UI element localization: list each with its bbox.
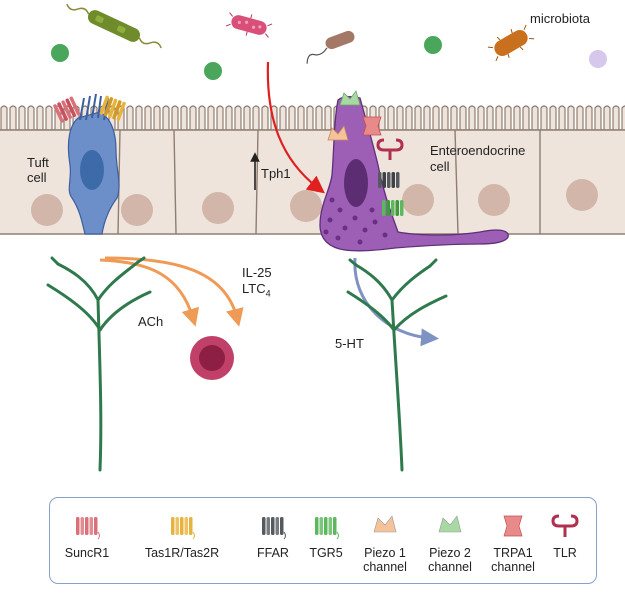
legend bbox=[49, 497, 597, 584]
bacterium-orange-icon bbox=[487, 24, 535, 62]
enteroendocrine-label-line2: cell bbox=[430, 159, 450, 174]
legend-item-tlr: TLR bbox=[525, 512, 605, 560]
legend-label: TLR bbox=[553, 546, 577, 560]
legend-label: channel bbox=[491, 560, 535, 574]
tlr-icon bbox=[551, 514, 579, 537]
legend-label: channel bbox=[428, 560, 472, 574]
piezo-channel-icon bbox=[438, 515, 462, 533]
tuft-nucleus bbox=[80, 150, 104, 190]
piezo1-channel-icon bbox=[327, 125, 349, 141]
trpa1-channel-icon bbox=[362, 116, 382, 136]
legend-label: Piezo 2 bbox=[429, 546, 471, 560]
tph1-label: Tph1 bbox=[261, 166, 291, 181]
receptor-7tm-icon bbox=[171, 517, 195, 540]
microbiota-group bbox=[51, 3, 607, 80]
ltc4-label: LTC4 bbox=[242, 281, 271, 302]
5ht-arrow bbox=[353, 257, 439, 347]
legend-item-tas1r-tas2r: Tas1R/Tas2R bbox=[142, 512, 222, 560]
receptor-7tm-icon bbox=[76, 517, 100, 540]
receptor-7tm-icon bbox=[262, 517, 286, 540]
microbiota-to-ee-arrow bbox=[266, 61, 325, 194]
tuft-cell bbox=[53, 93, 126, 235]
ltc4-subscript: 4 bbox=[265, 288, 271, 299]
tlr-receptor-icon bbox=[376, 138, 404, 160]
enteric-neuron-left bbox=[46, 256, 152, 472]
5ht-label: 5-HT bbox=[335, 336, 364, 351]
suncr1-receptor-icon bbox=[53, 96, 81, 123]
tas-receptor-icon bbox=[99, 95, 126, 121]
nucleus bbox=[31, 194, 63, 226]
nucleus bbox=[121, 194, 153, 226]
legend-item-ffar: FFAR bbox=[233, 512, 313, 560]
ee-nucleus bbox=[344, 159, 368, 207]
legend-label: Tas1R/Tas2R bbox=[144, 546, 220, 560]
piezo2-channel-icon bbox=[339, 90, 361, 106]
receptor-7tm-icon bbox=[315, 517, 339, 540]
bacterium-pink-icon bbox=[225, 12, 273, 38]
il25-label: IL-25 bbox=[242, 265, 272, 280]
nucleus bbox=[478, 184, 510, 216]
piezo-channel-icon bbox=[373, 515, 397, 533]
tuft-cell-label-line1: Tuft bbox=[27, 155, 49, 170]
coccus-green-icon bbox=[424, 36, 442, 54]
legend-label: TGR5 bbox=[309, 546, 343, 560]
enteroendocrine-label-line1: Enteroendocrine bbox=[430, 143, 526, 158]
ach-label: ACh bbox=[138, 314, 164, 329]
coccus-green-icon bbox=[51, 44, 69, 62]
legend-label: FFAR bbox=[257, 546, 289, 560]
legend-label: SuncR1 bbox=[64, 546, 110, 560]
ffar-receptor-icon bbox=[378, 172, 400, 188]
tuft-cell-label-line2: cell bbox=[27, 170, 47, 185]
legend-item-suncr1: SuncR1 bbox=[47, 512, 127, 560]
legend-item-tgr5: TGR5 bbox=[286, 512, 366, 560]
microbiota-label: microbiota bbox=[530, 11, 590, 26]
nucleus bbox=[202, 192, 234, 224]
trpa1-channel-icon bbox=[503, 515, 523, 537]
ltc4-base: LTC bbox=[242, 281, 266, 296]
tgr5-receptor-icon bbox=[382, 200, 404, 216]
coccus-green-icon bbox=[204, 62, 222, 80]
bacterium-green-rod-icon bbox=[66, 3, 162, 49]
nucleus bbox=[566, 179, 598, 211]
legend-label: TRPA1 bbox=[493, 546, 533, 560]
enteroendocrine-cell bbox=[319, 90, 509, 252]
immune-cell bbox=[190, 336, 234, 380]
coccus-lavender-icon bbox=[589, 50, 607, 68]
nucleus bbox=[402, 184, 434, 216]
legend-label: channel bbox=[363, 560, 407, 574]
ach-arrow bbox=[99, 258, 200, 327]
enteric-neuron-right bbox=[346, 258, 448, 472]
bacterium-brown-flagellated-icon bbox=[306, 30, 355, 64]
legend-label: Piezo 1 bbox=[364, 546, 406, 560]
il25-ltc4-arrow bbox=[104, 256, 244, 327]
nucleus bbox=[290, 190, 322, 222]
